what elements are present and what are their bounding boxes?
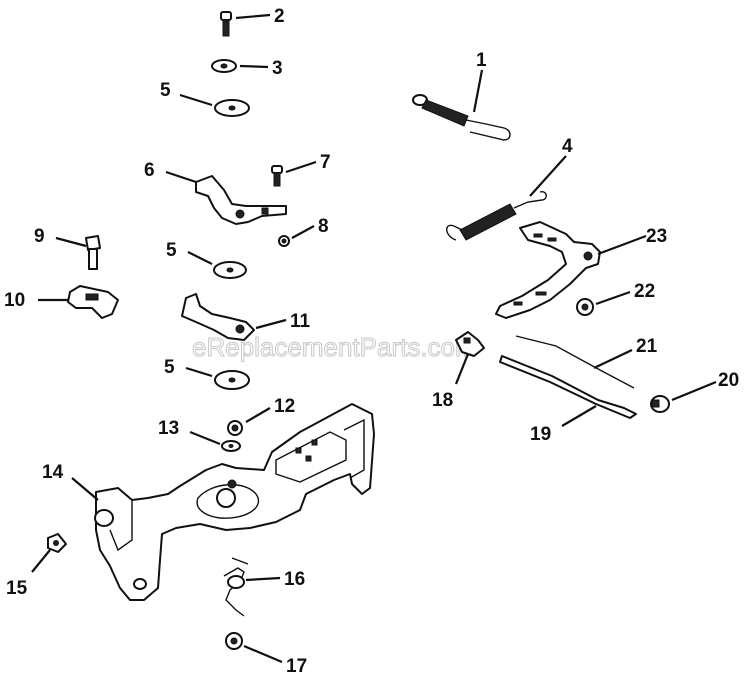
part-screw-2 — [220, 11, 232, 37]
callout-1: 1 — [476, 50, 487, 71]
callout-23: 23 — [646, 226, 667, 247]
part-screw-7 — [271, 165, 283, 187]
callout-12: 12 — [274, 396, 295, 417]
part-spring-16 — [223, 557, 249, 617]
callout-9: 9 — [34, 226, 45, 247]
part-clip-10 — [67, 285, 119, 319]
leader-23 — [597, 234, 647, 256]
callout-13: 13 — [158, 418, 179, 439]
leader-7 — [285, 160, 317, 174]
part-nut-12 — [227, 420, 243, 436]
callout-11: 11 — [290, 311, 311, 332]
callout-7: 7 — [320, 152, 331, 173]
part-washer-5-top — [214, 99, 250, 117]
part-washer-5-second — [213, 261, 247, 279]
part-clip-18 — [455, 331, 485, 357]
callout-22: 22 — [634, 281, 655, 302]
part-screw-20 — [650, 395, 670, 413]
leader-17 — [243, 644, 283, 664]
part-bolt-9 — [85, 235, 101, 270]
part-spring-1 — [412, 94, 511, 141]
leader-22 — [595, 290, 631, 306]
callout-20: 20 — [718, 370, 739, 391]
part-washer-13 — [221, 440, 241, 452]
leader-19 — [561, 405, 597, 427]
leader-2 — [235, 13, 271, 20]
leader-18 — [454, 353, 470, 385]
leader-lines — [31, 13, 717, 664]
leader-13 — [189, 430, 221, 446]
part-nut-22 — [576, 298, 594, 316]
callout-10: 10 — [4, 290, 25, 311]
part-lever-6 — [195, 175, 287, 225]
callout-19: 19 — [530, 424, 551, 445]
part-rod-19 — [499, 355, 637, 419]
callout-21: 21 — [636, 336, 658, 357]
part-washer-3 — [211, 59, 237, 73]
part-nut-8 — [278, 235, 290, 247]
leader-14 — [71, 477, 99, 501]
part-screw-15 — [47, 533, 67, 553]
leader-8 — [291, 225, 315, 239]
callout-6: 6 — [144, 160, 155, 181]
part-bracket-14 — [94, 403, 375, 601]
callout-5: 5 — [166, 240, 177, 261]
part-rod-21 — [515, 335, 635, 389]
part-washer-5-third — [214, 370, 250, 390]
callout-5: 5 — [164, 357, 175, 378]
callout-16: 16 — [284, 569, 305, 590]
callout-labels: 2 3 5 6 7 8 9 5 10 11 5 12 13 14 15 16 1… — [4, 6, 739, 677]
leader-16 — [245, 576, 281, 582]
callout-2: 2 — [274, 6, 285, 27]
callout-8: 8 — [318, 216, 329, 237]
leader-5b — [187, 251, 213, 265]
part-lever-11 — [181, 293, 255, 341]
leader-11 — [255, 318, 287, 330]
callout-15: 15 — [6, 578, 28, 599]
leader-15 — [31, 549, 51, 573]
part-spring-4 — [446, 191, 547, 241]
callout-3: 3 — [272, 58, 283, 79]
leader-9 — [55, 236, 87, 248]
leader-12 — [245, 407, 271, 423]
leader-5a — [179, 93, 213, 107]
callout-18: 18 — [432, 390, 453, 411]
leader-3 — [239, 64, 269, 69]
callout-14: 14 — [42, 462, 64, 483]
leader-6 — [165, 170, 197, 184]
part-nut-17 — [225, 632, 243, 650]
leader-1 — [472, 69, 484, 113]
callout-4: 4 — [562, 136, 573, 157]
part-lever-23 — [495, 221, 601, 319]
leader-5c — [185, 366, 213, 378]
leader-20 — [671, 380, 717, 402]
callout-5: 5 — [160, 80, 171, 101]
callout-17: 17 — [286, 656, 307, 677]
leader-21 — [593, 349, 633, 369]
leader-4 — [529, 155, 567, 197]
